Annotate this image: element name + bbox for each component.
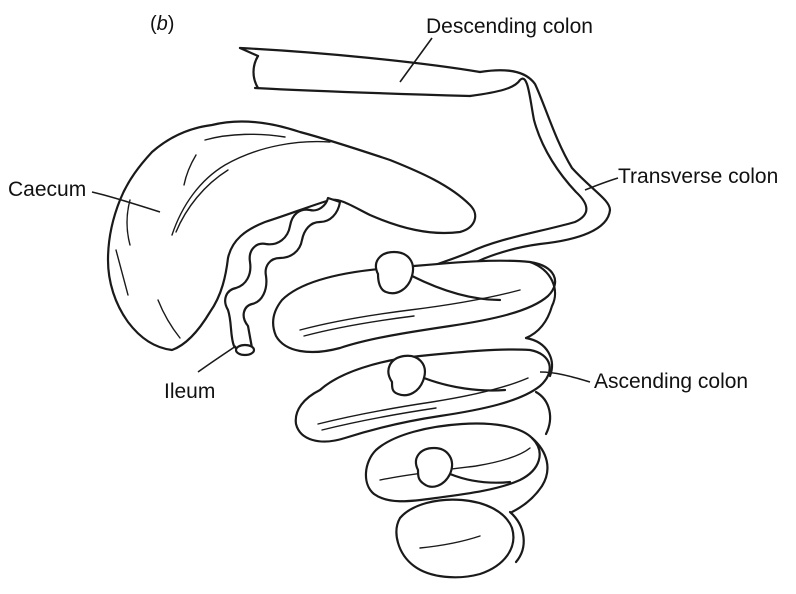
ascending-colon-label: Ascending colon [594,370,748,393]
descending-colon-flap [240,48,480,96]
ileum-label: Ileum [164,380,215,403]
panel-label: (b) [150,13,174,35]
transverse-colon-label: Transverse colon [618,165,778,188]
descending-colon-leader [400,38,432,82]
ileum-leader [198,346,236,372]
caecum-label: Caecum [8,178,86,201]
transverse-colon-leader [585,178,618,190]
ascending-colon-spiral [273,252,555,577]
descending-colon-label: Descending colon [426,15,593,38]
